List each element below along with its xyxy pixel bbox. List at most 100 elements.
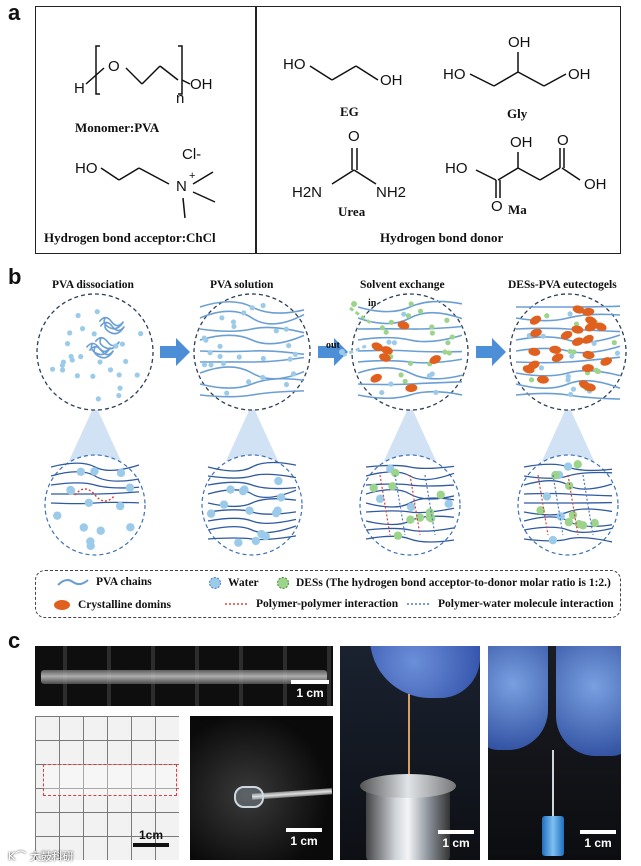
water-molecule [262, 532, 270, 540]
water-molecule [217, 344, 222, 349]
gly-label: Gly [507, 106, 527, 122]
water-molecule [401, 312, 406, 317]
des-molecule [544, 313, 549, 318]
glove-right [556, 646, 621, 756]
water-molecule [90, 467, 98, 475]
des-molecule [612, 340, 617, 345]
water-molecule [116, 502, 124, 510]
des-molecule [430, 330, 435, 335]
water-molecule [60, 367, 65, 372]
polymer-chain [516, 306, 620, 307]
water-molecule [287, 357, 292, 362]
chcl-plus: + [189, 170, 195, 182]
pva-structure [60, 38, 240, 108]
glove-left [488, 646, 548, 750]
water-molecule [240, 485, 248, 493]
needle [552, 750, 554, 820]
urea-label: Urea [338, 204, 365, 220]
ma-o-bottom: O [491, 198, 503, 215]
water-molecule [90, 374, 95, 379]
chcl-structure [95, 150, 235, 220]
water-molecule [50, 367, 55, 372]
pp-line-icon [224, 599, 250, 609]
folded-gel [234, 786, 264, 808]
water-molecule [138, 331, 143, 336]
crystalline-icon [52, 598, 72, 612]
water-molecule [571, 387, 576, 392]
water-molecule [291, 371, 296, 376]
des-molecule [444, 318, 449, 323]
watermark: K⌒ 大鼓科研 [8, 848, 74, 864]
ma-label: Ma [508, 202, 527, 218]
urea-h2n: H2N [292, 184, 322, 201]
water-molecule [220, 500, 228, 508]
water-molecule [108, 367, 113, 372]
water-molecule [261, 303, 266, 308]
water-molecule [69, 354, 74, 359]
panel-label-c: c [8, 628, 20, 654]
des-molecule [408, 361, 413, 366]
water-molecule [75, 313, 80, 318]
hanging-fiber [408, 694, 410, 774]
weight-top [360, 774, 456, 798]
pva-oh: OH [190, 76, 213, 93]
water-molecule [427, 373, 432, 378]
water-molecule [113, 343, 118, 348]
water-molecule [250, 305, 255, 310]
magnifier-cone [69, 404, 121, 461]
legend: PVA chains Water DESs (The hydrogen bond… [35, 570, 621, 618]
transparent-gel [43, 764, 177, 796]
legend-des: DESs (The hydrogen bond acceptor-to-dono… [296, 577, 611, 589]
water-molecule [284, 382, 289, 387]
magnifier-cone [226, 404, 278, 461]
eg-label: EG [340, 104, 359, 120]
des-molecule [380, 325, 385, 330]
des-molecule [394, 531, 402, 539]
flow-in-label: in [368, 298, 376, 309]
water-molecule [407, 503, 415, 511]
water-molecule [202, 335, 207, 340]
acceptor-label: Hydrogen bond acceptor:ChCl [44, 230, 216, 246]
water-molecule [564, 462, 572, 470]
water-molecule [246, 379, 251, 384]
water-molecule [568, 392, 573, 397]
water-molecule [61, 359, 66, 364]
water-molecule [96, 396, 101, 401]
legend-water: Water [228, 577, 259, 589]
water-molecule [65, 341, 70, 346]
des-molecule [369, 484, 377, 492]
water-molecule [234, 538, 242, 546]
urea-nh2: NH2 [376, 184, 406, 201]
legend-polymer-water: Polymer-water molecule interaction [438, 598, 614, 610]
photo-weight-lift: 1 cm [340, 646, 480, 860]
photo-gel-strip: 1 cm [35, 646, 333, 706]
water-molecule [549, 536, 557, 544]
water-molecule [392, 340, 397, 345]
water-molecule [274, 477, 282, 485]
des-molecule [565, 518, 573, 526]
monomer-label: Monomer:PVA [75, 120, 159, 136]
des-molecule [442, 349, 447, 354]
water-molecule [123, 359, 128, 364]
water-molecule [379, 390, 384, 395]
flow-arrow [476, 338, 506, 366]
water-molecule [541, 334, 546, 339]
des-molecule [567, 349, 572, 354]
legend-polymer-polymer: Polymer-polymer interaction [256, 598, 398, 610]
des-molecule [389, 320, 394, 325]
water-molecule [221, 361, 226, 366]
water-molecule [273, 507, 281, 515]
water-molecule [97, 527, 105, 535]
water-molecule [207, 509, 215, 517]
water-molecule [208, 362, 213, 367]
water-molecule [284, 327, 289, 332]
donor-title: Hydrogen bond donor [380, 230, 503, 246]
ma-o-top: O [557, 132, 569, 149]
water-icon [208, 576, 222, 590]
water-molecule [86, 542, 94, 550]
water-molecule [231, 319, 236, 324]
water-molecule [77, 468, 85, 476]
water-molecule [92, 331, 97, 336]
water-molecule [80, 326, 85, 331]
des-molecule [574, 460, 582, 468]
